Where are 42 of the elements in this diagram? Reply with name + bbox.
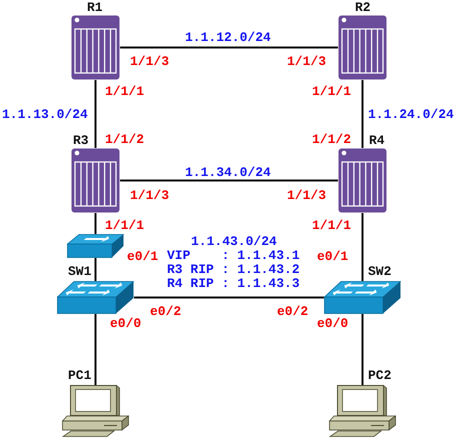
port-label: 1/1/3 — [287, 189, 326, 202]
port-label: e0/2 — [277, 305, 308, 318]
network-link — [362, 213, 364, 281]
device-name: R4 — [369, 134, 385, 147]
port-label: 1/1/1 — [312, 219, 352, 232]
network-link — [120, 46, 338, 48]
network-link — [120, 180, 338, 182]
network-link — [94, 213, 96, 234]
port-label: 1/1/1 — [105, 219, 144, 232]
network-link — [94, 258, 96, 281]
device-name: PC2 — [368, 369, 392, 382]
address-note: R4 RIP : 1.1.43.3 — [167, 277, 300, 290]
subnet-label: 1.1.24.0/24 — [368, 108, 454, 121]
address-note: VIP : 1.1.43.1 — [167, 249, 300, 262]
device-name: R1 — [87, 1, 103, 14]
address-note: R3 RIP : 1.1.43.2 — [167, 263, 300, 276]
network-link — [362, 314, 364, 385]
device-name: SW1 — [68, 265, 92, 278]
port-label: e0/0 — [110, 317, 142, 330]
device-name: R3 — [73, 134, 89, 147]
port-label: 1/1/2 — [312, 133, 352, 146]
network-link — [94, 314, 96, 385]
port-label: e0/2 — [150, 305, 182, 318]
port-label: 1/1/3 — [130, 189, 170, 202]
device-name: PC1 — [68, 369, 92, 382]
subnet-label: 1.1.13.0/24 — [2, 108, 88, 121]
port-label: e0/0 — [317, 317, 348, 330]
network-link — [134, 296, 324, 298]
device-name: R2 — [355, 1, 371, 14]
device-name: SW2 — [368, 265, 392, 278]
network-link — [362, 80, 364, 148]
subnet-label: 1.1.43.0/24 — [191, 235, 277, 248]
port-label: e0/1 — [127, 250, 158, 263]
subnet-label: 1.1.34.0/24 — [185, 166, 271, 179]
port-label: 1/1/1 — [312, 85, 352, 98]
network-link — [94, 80, 96, 148]
port-label: 1/1/2 — [105, 133, 144, 146]
port-label: 1/1/3 — [130, 55, 170, 68]
port-label: 1/1/1 — [105, 85, 144, 98]
subnet-label: 1.1.12.0/24 — [185, 31, 271, 44]
port-label: e0/1 — [317, 250, 348, 263]
port-label: 1/1/3 — [287, 55, 326, 68]
